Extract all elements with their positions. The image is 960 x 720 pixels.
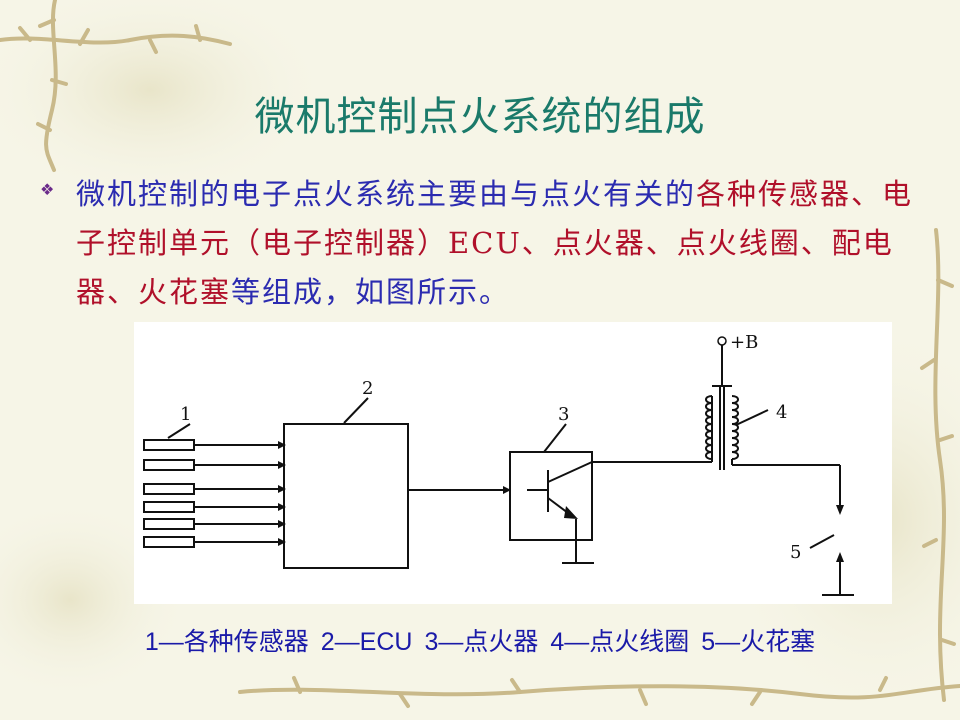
legend-item: 3—点火器 (424, 628, 539, 656)
sensor-box (143, 501, 195, 513)
vine-ornament-right (920, 228, 956, 702)
paragraph-text-2: 等组成，如图所示。 (231, 275, 511, 309)
power-terminal-icon (717, 336, 727, 346)
vine-ornament-top (0, 0, 232, 172)
sensor-box (143, 459, 195, 471)
sensor-box (143, 483, 195, 495)
slide-title: 微机控制点火系统的组成 (254, 94, 706, 140)
igniter-box (509, 451, 593, 541)
diagram-panel (134, 322, 892, 604)
sensor-box (143, 439, 195, 451)
paragraph-text-1: 微机控制的电子点火系统主要由与点火有关的 (76, 177, 697, 211)
body-paragraph: 微机控制的电子点火系统主要由与点火有关的各种传感器、电子控制单元（电子控制器）E… (76, 170, 916, 317)
ecu-box (283, 423, 409, 569)
legend-item: 5—火花塞 (701, 628, 816, 656)
label-power: +B (730, 332, 758, 353)
ignition-coil-symbol (705, 385, 739, 470)
transistor-symbol (527, 461, 593, 517)
paragraph-highlight: 各种传感器、电子控制单元（电子控制器）ECU、点火器、点火线圈、配电器、火花塞 (76, 177, 914, 309)
sensor-box (143, 536, 195, 548)
legend-item: 4—点火线圈 (550, 628, 690, 656)
vine-ornament-bottom (238, 676, 960, 708)
legend-item: 1—各种传感器 (144, 628, 309, 656)
legend-caption: 1—各种传感器 2—ECU 3—点火器 4—点火线圈 5—火花塞 (0, 622, 960, 658)
label-ecu: 2 (362, 378, 373, 399)
bullet-icon: ❖ (40, 180, 55, 199)
label-spark-plug: 5 (790, 542, 801, 563)
label-coil: 4 (776, 402, 787, 423)
legend-item: 2—ECU (320, 628, 413, 656)
label-sensors: 1 (180, 404, 191, 425)
sensor-box (143, 518, 195, 530)
sensor-arrows (194, 444, 278, 543)
label-igniter: 3 (558, 404, 569, 425)
